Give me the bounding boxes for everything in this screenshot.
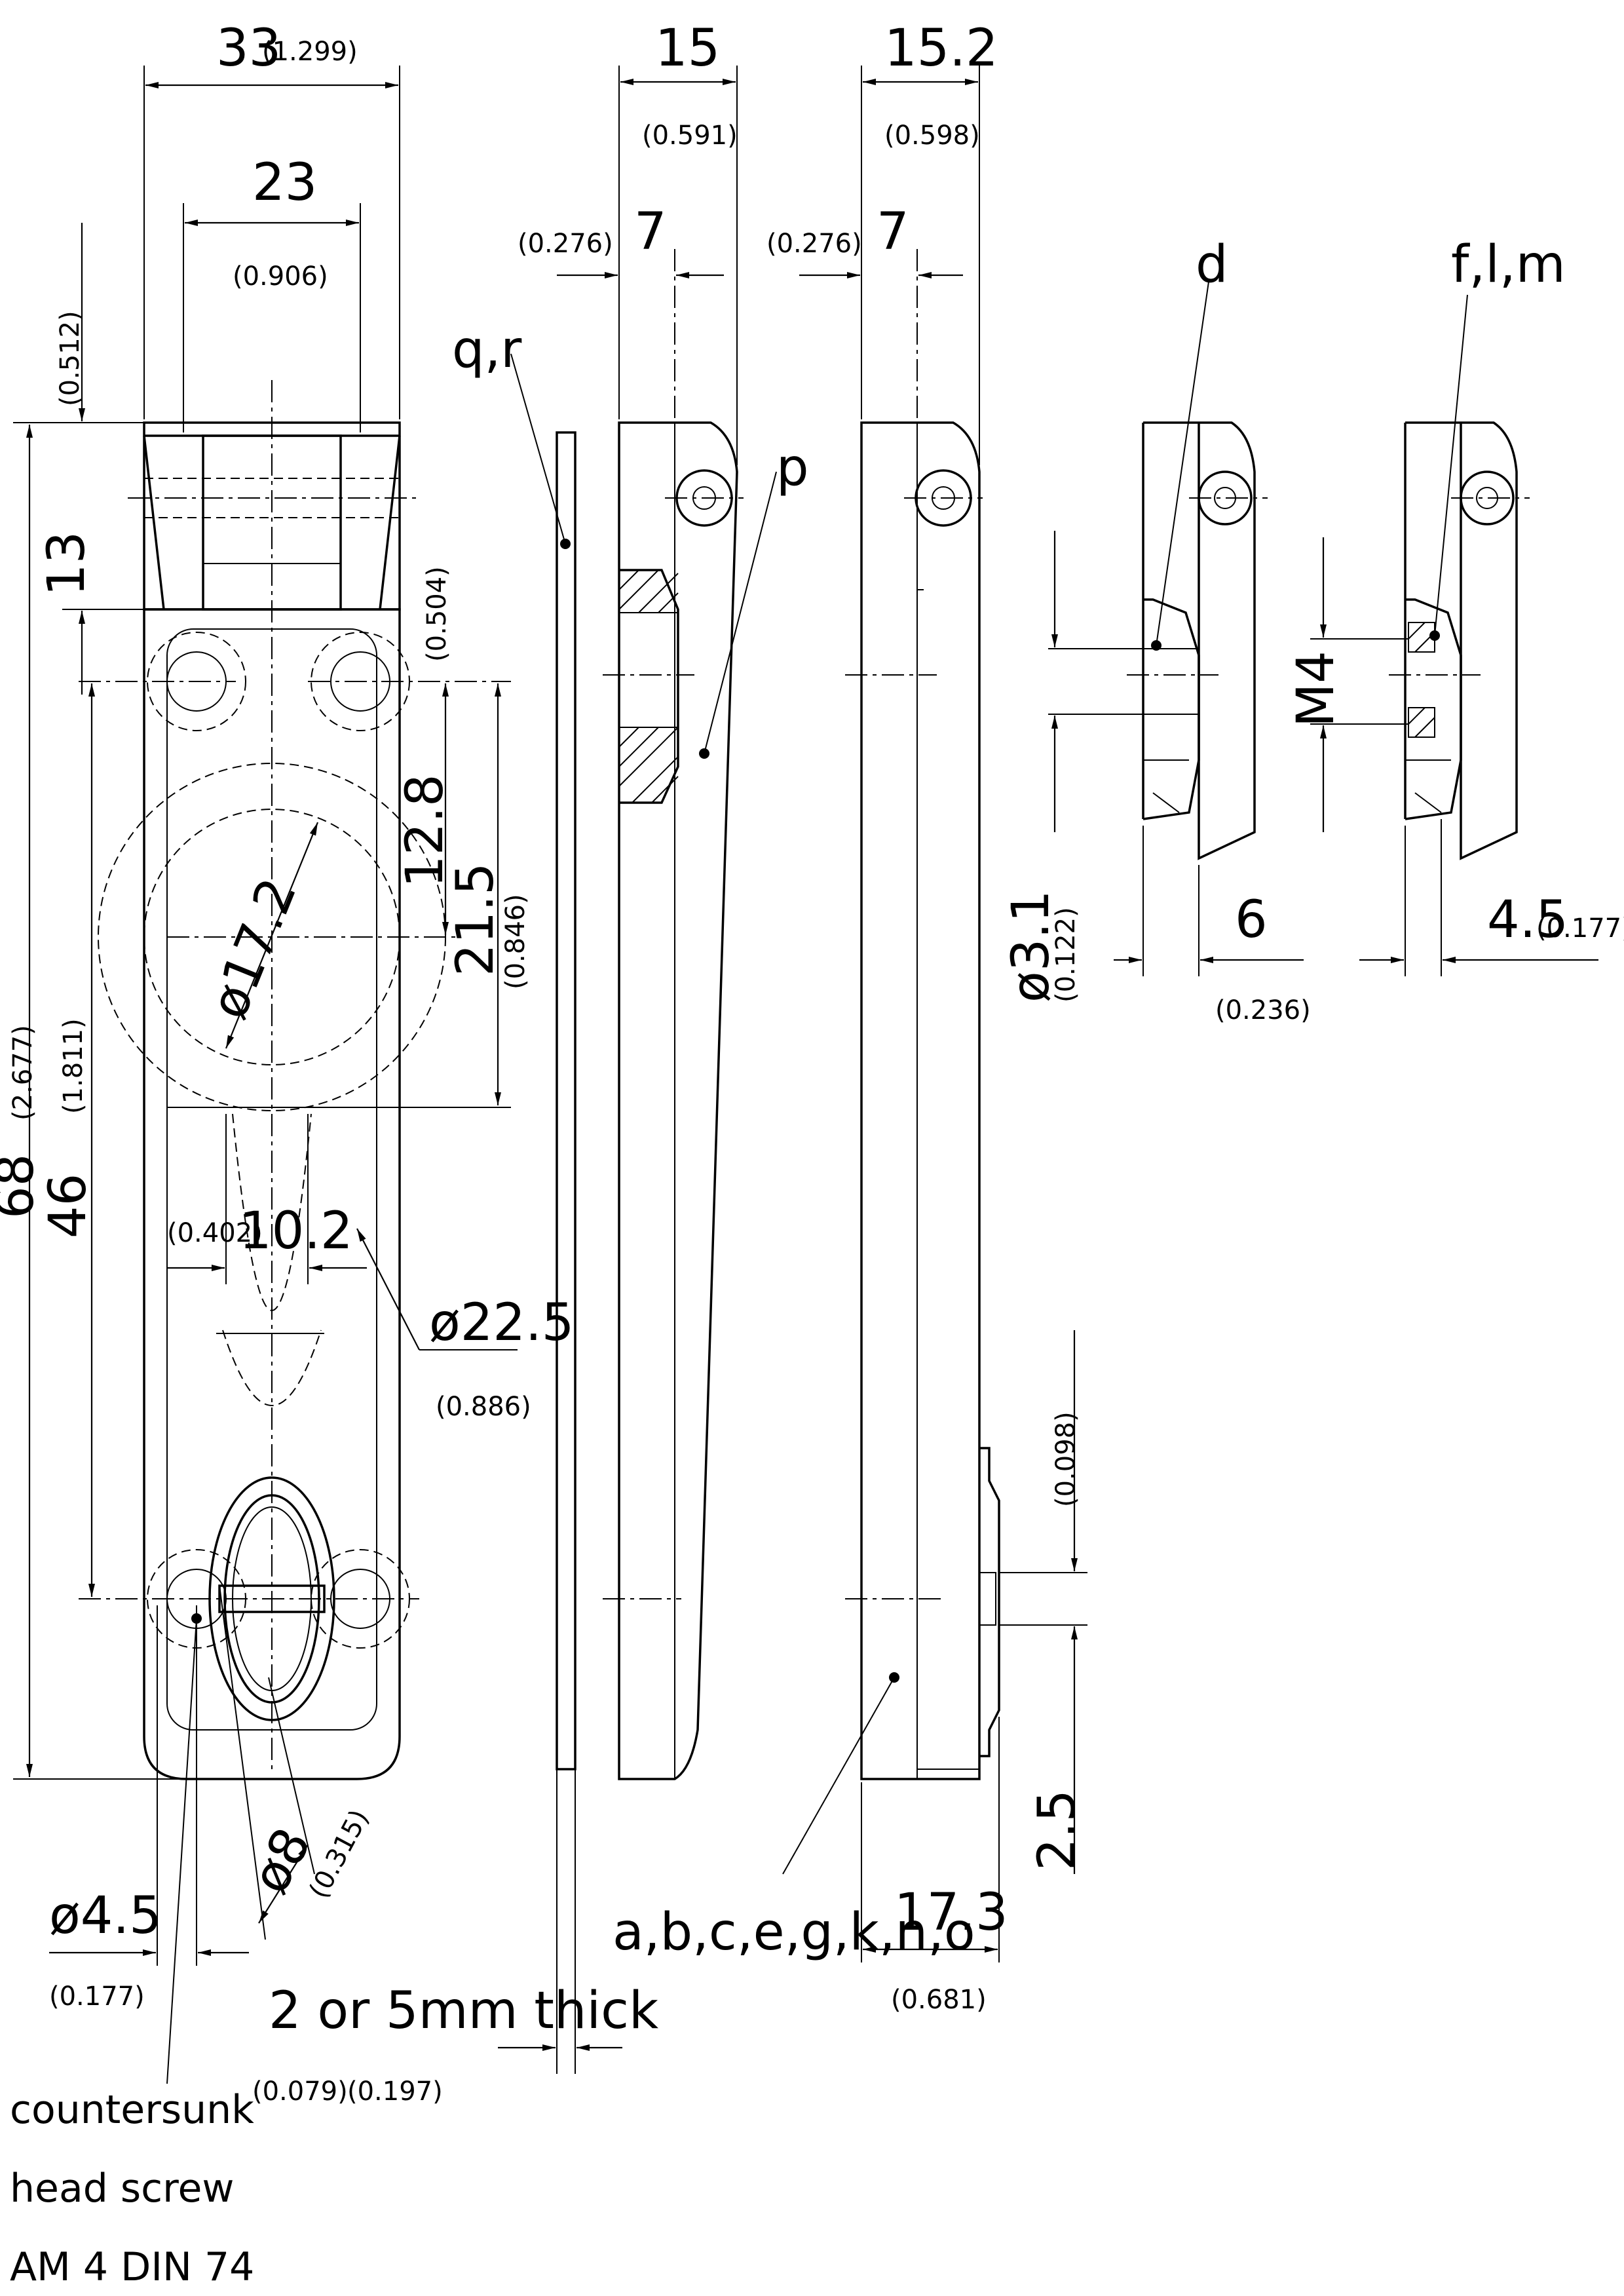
side2-offset-7-in: (0.276): [766, 229, 862, 259]
side2-width-15-2-in: (0.598): [884, 121, 980, 151]
dim-hole-4-5: ø4.5: [49, 1886, 162, 1945]
detail-d-label: d: [1196, 235, 1228, 294]
dim-spacing-46-in: (1.811): [58, 1018, 88, 1114]
dim-top-13: 13: [37, 531, 96, 596]
front-view: 33 (1.299) 23 (0.906) 68 (2.677) 13 (0.5…: [0, 19, 574, 2084]
dim-diameter-22-5: ø22.5: [429, 1293, 574, 1352]
detail-d-depth-in: (0.236): [1215, 995, 1311, 1025]
screw-note-line1: countersunk: [10, 2087, 254, 2133]
side2-protrusion-2-5: 2.5: [1028, 1789, 1087, 1871]
detail-d-diameter-in: (0.122): [1051, 907, 1081, 1003]
side2-bottom-17-3-in: (0.681): [891, 1985, 987, 2015]
dim-offset-12-8: 12.8: [396, 774, 455, 888]
screw-note-line2: head screw: [10, 2166, 234, 2211]
dim-diameter-17-2: ø17.2: [199, 870, 308, 1027]
dim-length-68-in: (2.677): [8, 1025, 38, 1120]
dim-width-33: 33: [216, 19, 281, 78]
detail-d-diameter: ø3.1: [1002, 890, 1061, 1003]
side-view-2: a,b,c,e,g,k,n,o 15.2 (0.598) 7 (0.276) 1…: [613, 19, 1087, 2015]
side1-offset-7-in: (0.276): [518, 229, 613, 259]
detail-flm-label: f,l,m: [1451, 235, 1566, 294]
dim-top-13-in: (0.512): [55, 311, 85, 406]
detail-flm-thread: M4: [1287, 651, 1346, 727]
dim-width-33-in: (1.299): [262, 37, 358, 67]
side1-width-15-in: (0.591): [642, 121, 738, 151]
side2-offset-7: 7: [877, 202, 909, 261]
plate-thickness-2-in: (0.079): [252, 2076, 348, 2107]
dim-spacing-46: 46: [39, 1174, 98, 1238]
dim-center-21-5-in: (0.846): [500, 894, 531, 989]
mounting-hole-bottom-right: [311, 1549, 410, 1649]
dim-lateral-10-2-in: (0.402): [167, 1218, 263, 1248]
side2-protrusion-2-5-in: (0.098): [1051, 1411, 1081, 1507]
detail-d: d ø3.1 (0.122) 6 (0.236): [1002, 235, 1311, 1025]
dim-slot-23-in: (0.906): [233, 261, 328, 292]
side2-width-15-2: 15.2: [884, 19, 998, 78]
side2-bottom-17-3: 17.3: [894, 1883, 1008, 1942]
detail-flm-depth: 4.5: [1487, 890, 1568, 949]
side1-offset-7: 7: [634, 202, 667, 261]
dim-hole-4-5-in: (0.177): [49, 1981, 145, 2012]
plate-view: q,r 2 or 5mm thick (0.079) (0.197): [252, 320, 658, 2107]
detail-d-depth: 6: [1235, 890, 1268, 949]
screw-note: countersunk head screw AM 4 DIN 74: [10, 2087, 254, 2290]
side1-width-15: 15: [655, 19, 720, 78]
dim-lateral-10-2: 10.2: [239, 1202, 353, 1261]
detail-flm-depth-in: (0.177): [1536, 913, 1624, 944]
plate-thickness-5-in: (0.197): [347, 2076, 443, 2107]
dim-slot-23: 23: [252, 153, 317, 212]
plate-label-q-r: q,r: [452, 320, 522, 379]
side-view-1: p 15 (0.591) 7 (0.276): [518, 19, 809, 1780]
dim-length-68: 68: [0, 1154, 45, 1219]
screw-note-line3: AM 4 DIN 74: [10, 2244, 254, 2290]
dim-hole-offset-in: (0.504): [422, 566, 452, 662]
dim-diameter-22-5-in: (0.886): [436, 1392, 531, 1422]
detail-flm: f,l,m M4 4.5 (0.177): [1287, 235, 1624, 976]
dim-center-21-5: 21.5: [446, 862, 505, 976]
plate-thickness-note: 2 or 5mm thick: [269, 1981, 658, 2040]
side1-label-p: p: [776, 438, 809, 497]
